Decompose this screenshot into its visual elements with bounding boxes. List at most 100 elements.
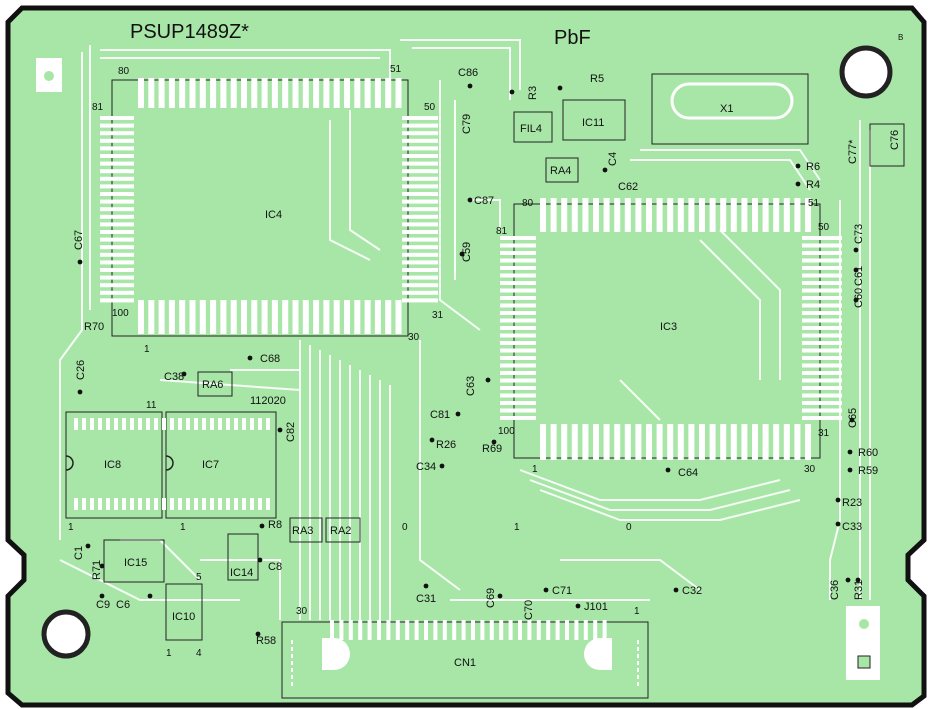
via [665,467,671,473]
pin-pad [251,78,258,108]
pin-pad [582,198,589,232]
ic4-pin-80: 80 [118,66,130,77]
label-x1: X1 [720,103,733,115]
pin-pad [344,78,350,108]
pin-pad [82,418,86,430]
pin-pad [402,154,438,158]
ic4-pin-30: 30 [408,332,420,343]
pin-pad [500,401,536,405]
pin-pad [178,418,182,430]
pin-pad [402,252,438,257]
x1-outline [651,73,809,145]
pin-pad [646,198,652,232]
ref-c60: C60 [853,288,865,308]
ic3-pin-100: 100 [498,426,515,437]
pin-pad [500,341,536,345]
pin-pad [565,620,569,640]
pin-pad [98,418,102,430]
ref-c4: C4 [607,152,619,166]
pin-pad [550,198,557,232]
ic7-chip [165,411,277,519]
ic7-pin-1: 1 [180,522,186,533]
cn1-latch-left [322,638,350,670]
pin-pad [261,78,268,108]
ref-c64: C64 [678,467,698,479]
pin-pad [230,78,237,108]
ref-c69: C69 [485,588,497,608]
pin-pad [500,378,536,383]
pin-pad [385,78,392,108]
ic4-pin-100: 100 [112,308,129,319]
pin-pad [730,198,737,232]
cn1-pins [330,620,607,640]
pad-bottom-right-hole [859,619,869,629]
ic3-pin-30: 30 [804,464,816,475]
ref-c32: C32 [682,585,702,597]
pin-pad [402,138,438,143]
pin-pad [500,303,536,308]
pin-pad [561,198,568,232]
pin-pad [162,498,166,510]
ref-c1: C1 [73,546,85,560]
pin-pad [802,378,842,383]
ic3-pins-right [802,236,842,420]
pin-pad [500,251,536,255]
pin-pad [773,424,780,460]
pin-pad [122,418,126,430]
ic4-pins-right [402,116,438,303]
pin-pad [100,222,134,227]
pin-pad [226,498,230,510]
pin-pad [100,268,134,272]
pin-pad [241,78,247,108]
via [455,411,461,417]
pin-pad [242,498,246,510]
mounting-holes [36,45,893,680]
pin-pad [250,498,254,510]
pin-pad [90,418,94,430]
pin-pad [802,386,842,390]
pin-pad [500,243,536,248]
via [673,587,679,593]
via [795,181,801,187]
pin-pad [720,424,727,460]
pin-pad [210,498,214,510]
pin-pad [100,283,134,288]
ic3-chip [500,198,842,460]
pin-pad [302,78,309,108]
via [467,197,473,203]
pin-pad [344,300,350,334]
pin-pad [424,620,428,640]
ref-r5: R5 [590,73,604,85]
pin-pad [500,288,536,293]
ic10-pin-4: 4 [196,648,202,659]
via [497,593,503,599]
via [485,377,491,383]
pin-pad [402,268,438,272]
label-ra4: RA4 [550,165,571,177]
ref-c8: C8 [268,561,282,573]
pin-pad [635,198,642,232]
via [277,427,283,433]
pin-pad [402,169,438,174]
via [259,523,265,529]
ref-c82: C82 [285,422,297,442]
pin-pad [242,418,246,430]
pin-pad [146,418,150,430]
pin-pad [614,198,621,232]
misc-1: 1 [514,522,520,533]
pin-pad [100,154,134,158]
pin-pad [500,386,536,390]
pin-pad [210,300,217,334]
pin-pad [100,230,134,234]
pin-pad [241,300,247,334]
ref-r23: R23 [842,497,862,509]
pin-pad [202,418,206,430]
via [467,83,473,89]
pin-pad [162,418,166,430]
pin-pad [100,131,134,136]
pin-pad [500,236,536,240]
pin-pad [154,418,158,430]
pin-pad [402,222,438,227]
pin-pad [452,620,457,640]
pin-pad [364,300,371,334]
